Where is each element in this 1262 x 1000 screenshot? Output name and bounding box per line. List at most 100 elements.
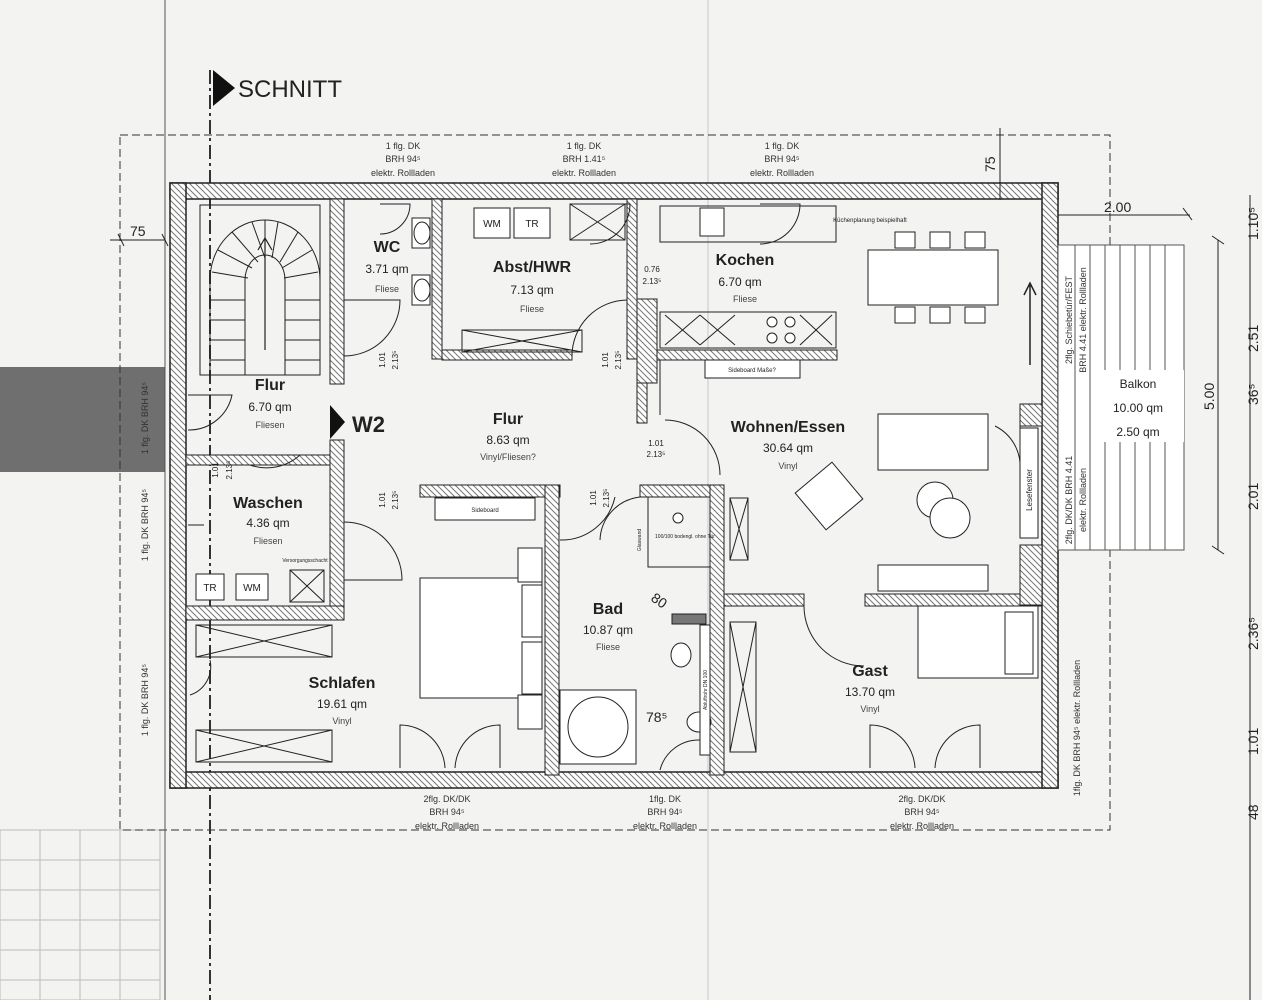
- room-floor: Fliese: [733, 294, 757, 304]
- room-flur-2: Flur 8.63 qm Vinyl/Fliesen?: [480, 411, 536, 462]
- room-name: Schlafen: [309, 675, 376, 692]
- window-label: 2flg. Schiebetür/FEST: [1064, 275, 1074, 364]
- room-gast: Gast 13.70 qm Vinyl: [845, 663, 895, 714]
- svg-text:Küchenplanung beispielhaft: Küchenplanung beispielhaft: [833, 218, 907, 224]
- room-area: 6.70 qm: [718, 275, 761, 289]
- svg-text:1.01: 1.01: [589, 490, 598, 506]
- window-labels-side: 1 flg. DK BRH 94⁵ 1 flg. DK BRH 94⁵ 1 fl…: [140, 267, 1088, 796]
- room-area: 8.63 qm: [486, 433, 529, 447]
- svg-text:WM: WM: [483, 219, 501, 230]
- svg-text:BRH 94⁵: BRH 94⁵: [764, 154, 800, 164]
- room-name: Gast: [852, 663, 888, 680]
- room-name: Flur: [493, 411, 523, 428]
- room-floor: Fliese: [596, 642, 620, 652]
- section-label: SCHNITT: [238, 76, 342, 103]
- svg-text:1 flg. DK: 1 flg. DK: [567, 141, 602, 151]
- room-flur-1: Flur 6.70 qm Fliesen: [248, 377, 291, 430]
- room-name: Wohnen/Essen: [731, 419, 845, 436]
- room-floor: Fliese: [520, 304, 544, 314]
- room-floor: Fliesen: [253, 536, 282, 546]
- window-labels-top: 1 flg. DK BRH 94⁵ elektr. Rollladen 1 flg.…: [371, 141, 814, 178]
- svg-text:elektr. Rollladen: elektr. Rollladen: [552, 168, 616, 178]
- svg-text:BRH 94⁵: BRH 94⁵: [385, 154, 421, 164]
- svg-text:BRH 94⁵: BRH 94⁵: [904, 807, 940, 817]
- window-label: 2flg. DK/DK BRH 4.41: [1064, 456, 1074, 545]
- svg-text:2.13⁵: 2.13⁵: [225, 461, 234, 480]
- room-name: Kochen: [716, 252, 775, 269]
- room-area: 6.70 qm: [248, 400, 291, 414]
- window-label: elektr. Rollladen: [1078, 468, 1088, 532]
- svg-text:1 flg. DK: 1 flg. DK: [386, 141, 421, 151]
- svg-text:BRH 94⁵: BRH 94⁵: [429, 807, 465, 817]
- staircase: [199, 204, 321, 376]
- svg-text:2.13⁵: 2.13⁵: [391, 351, 400, 370]
- room-hwr: Abst/HWR 7.13 qm Fliese: [493, 259, 572, 314]
- svg-text:36⁵: 36⁵: [1245, 384, 1261, 405]
- svg-text:1flg. DK: 1flg. DK: [649, 794, 681, 804]
- svg-text:elektr. Rollladen: elektr. Rollladen: [371, 168, 435, 178]
- room-name: Flur: [255, 377, 285, 394]
- fixture-labels: WM TR WM TR Küchenplanung beispielhaft S…: [203, 218, 1034, 710]
- doors: [187, 203, 1021, 771]
- svg-text:2flg. DK/DK: 2flg. DK/DK: [423, 794, 470, 804]
- svg-text:2.13⁵: 2.13⁵: [614, 351, 623, 370]
- section-arrow-icon: [213, 70, 235, 106]
- svg-text:Versorgungsschacht: Versorgungsschacht: [282, 558, 328, 564]
- stair-marker: W2: [352, 412, 385, 437]
- svg-text:0.76: 0.76: [644, 265, 660, 274]
- svg-text:BRH 1.41⁵: BRH 1.41⁵: [563, 154, 606, 164]
- svg-text:1.01: 1.01: [378, 352, 387, 368]
- balcony-label-bg: [1094, 370, 1184, 442]
- svg-text:1.01: 1.01: [211, 462, 220, 478]
- room-floor: Vinyl: [860, 704, 879, 714]
- room-area: 3.71 qm: [365, 262, 408, 276]
- room-floor: Fliese: [375, 284, 399, 294]
- furniture: [195, 203, 1039, 765]
- room-schlafen: Schlafen 19.61 qm Vinyl: [309, 675, 376, 726]
- svg-text:1.01: 1.01: [648, 439, 664, 448]
- svg-text:78⁵: 78⁵: [646, 709, 667, 725]
- room-area: 13.70 qm: [845, 685, 895, 699]
- svg-text:1.01: 1.01: [1245, 728, 1261, 755]
- window-label: 1 flg. DK BRH 94⁵ elektr. Rollladen: [750, 141, 814, 178]
- room-floor: Vinyl: [332, 716, 351, 726]
- stair-marker-icon: [330, 405, 345, 439]
- room-name: Balkon: [1120, 377, 1157, 391]
- room-area: 4.36 qm: [246, 516, 289, 530]
- room-floor: Fliesen: [255, 420, 284, 430]
- svg-text:100/100 bodengl. ohne Tür: 100/100 bodengl. ohne Tür: [655, 534, 715, 540]
- room-floor: Vinyl/Fliesen?: [480, 452, 536, 462]
- room-name: Abst/HWR: [493, 259, 572, 276]
- svg-text:elektr. Rollladen: elektr. Rollladen: [750, 168, 814, 178]
- svg-text:75: 75: [982, 156, 998, 172]
- svg-text:elektr. Rollladen: elektr. Rollladen: [633, 821, 697, 831]
- svg-text:75: 75: [130, 223, 146, 239]
- room-name: Bad: [593, 601, 623, 618]
- svg-text:Sideboard Maße?: Sideboard Maße?: [728, 368, 776, 374]
- interior-walls: [185, 198, 1043, 776]
- dimension-labels: 75 75 2.00 5.00 1.10⁵ 2.51 36⁵ 2.01 2.36…: [130, 156, 1261, 820]
- svg-text:Sideboard: Sideboard: [471, 508, 498, 514]
- room-area: 19.61 qm: [317, 697, 367, 711]
- svg-text:Abluftrohr DN 100: Abluftrohr DN 100: [703, 670, 709, 710]
- room-area: 30.64 qm: [763, 441, 813, 455]
- window-label: 1 flg. DK BRH 94⁵: [140, 382, 150, 455]
- svg-text:1 flg. DK: 1 flg. DK: [765, 141, 800, 151]
- room-area: 10.00 qm: [1113, 401, 1163, 415]
- paving-pattern: [0, 829, 161, 1000]
- svg-text:TR: TR: [525, 219, 538, 230]
- room-area: 7.13 qm: [510, 283, 553, 297]
- svg-text:5.00: 5.00: [1201, 383, 1217, 410]
- window-label: 1flg. DK BRH 94⁵ elektr. Rollladen: [1072, 660, 1082, 796]
- room-kochen: Kochen 6.70 qm Fliese: [716, 252, 775, 304]
